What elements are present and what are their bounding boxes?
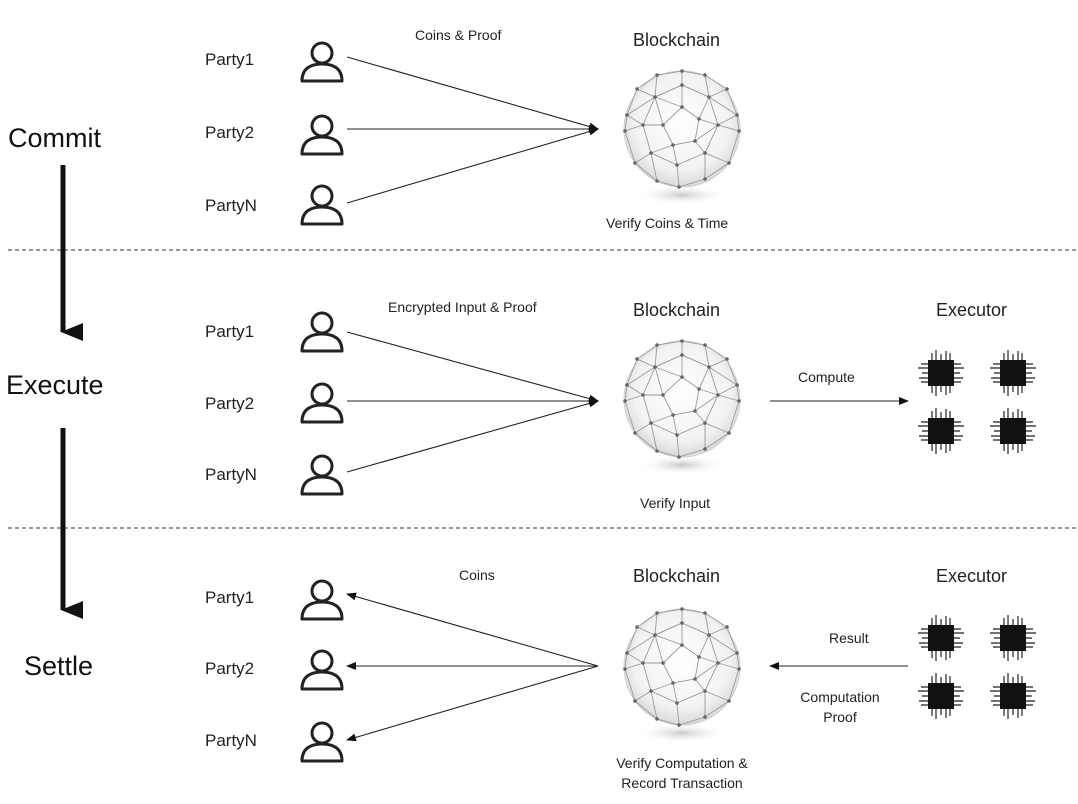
phase-label-settle: Settle — [24, 651, 94, 681]
blockchain-caption: Verify Coins & Time — [606, 215, 729, 231]
party-label: Party1 — [205, 322, 255, 341]
party1-user-icon — [300, 579, 344, 621]
blockchain-sphere-icon — [622, 68, 742, 206]
party1-user-icon — [300, 41, 344, 83]
executor-chip-icon — [917, 349, 965, 397]
partyn-user-icon — [300, 184, 344, 226]
party-label: Party1 — [205, 588, 255, 607]
blockchain-caption-line2: Record Transaction — [621, 775, 743, 791]
commit-edge-partyn — [346, 127, 599, 204]
executor-chip-icon — [917, 614, 965, 662]
party-label: PartyN — [205, 465, 257, 484]
blockchain-caption: Verify Input — [640, 495, 711, 511]
party-label: Party2 — [205, 394, 255, 413]
party-label: Party2 — [205, 659, 255, 678]
settle-edge-party1 — [346, 592, 599, 667]
party-label: PartyN — [205, 731, 257, 750]
blockchain-title: Blockchain — [633, 300, 721, 320]
phase-label-execute: Execute — [6, 370, 104, 400]
execute-edge-party1 — [346, 331, 599, 403]
edge-label-coins: Coins — [459, 567, 495, 583]
blockchain-caption-line1: Verify Computation & — [616, 755, 748, 771]
phase-label-commit: Commit — [8, 123, 101, 153]
edge-label-result: Result — [829, 630, 869, 646]
blockchain-title: Blockchain — [633, 566, 721, 586]
edge-label-encrypted-input: Encrypted Input & Proof — [388, 299, 537, 315]
partyn-user-icon — [300, 721, 344, 763]
blockchain-sphere-icon — [622, 606, 742, 744]
party1-user-icon — [300, 311, 344, 353]
executor-chip-icon — [989, 349, 1037, 397]
party-label: Party2 — [205, 123, 255, 142]
edge-label-compute: Compute — [798, 369, 855, 385]
executor-chip-icon — [917, 407, 965, 455]
execute-edge-partyn — [346, 399, 599, 473]
party-label: Party1 — [205, 50, 255, 69]
blockchain-title: Blockchain — [633, 30, 721, 50]
edge-label-computation-proof-line2: Proof — [823, 709, 857, 725]
executor-title: Executor — [936, 300, 1008, 320]
edge-label-coins-proof: Coins & Proof — [415, 27, 502, 43]
settle-edge-partyn — [346, 665, 599, 742]
executor-chip-icon — [989, 672, 1037, 720]
executor-chip-icon — [917, 672, 965, 720]
executor-chip-icon — [989, 407, 1037, 455]
party-label: PartyN — [205, 196, 257, 215]
edge-label-computation-proof-line1: Computation — [800, 689, 880, 705]
commit-edge-party1 — [346, 56, 599, 131]
executor-chip-icon — [989, 614, 1037, 662]
blockchain-sphere-icon — [622, 338, 742, 476]
partyn-user-icon — [300, 454, 344, 496]
executor-title: Executor — [936, 566, 1008, 586]
party2-user-icon — [300, 649, 344, 691]
party2-user-icon — [300, 114, 344, 156]
party2-user-icon — [300, 382, 344, 424]
